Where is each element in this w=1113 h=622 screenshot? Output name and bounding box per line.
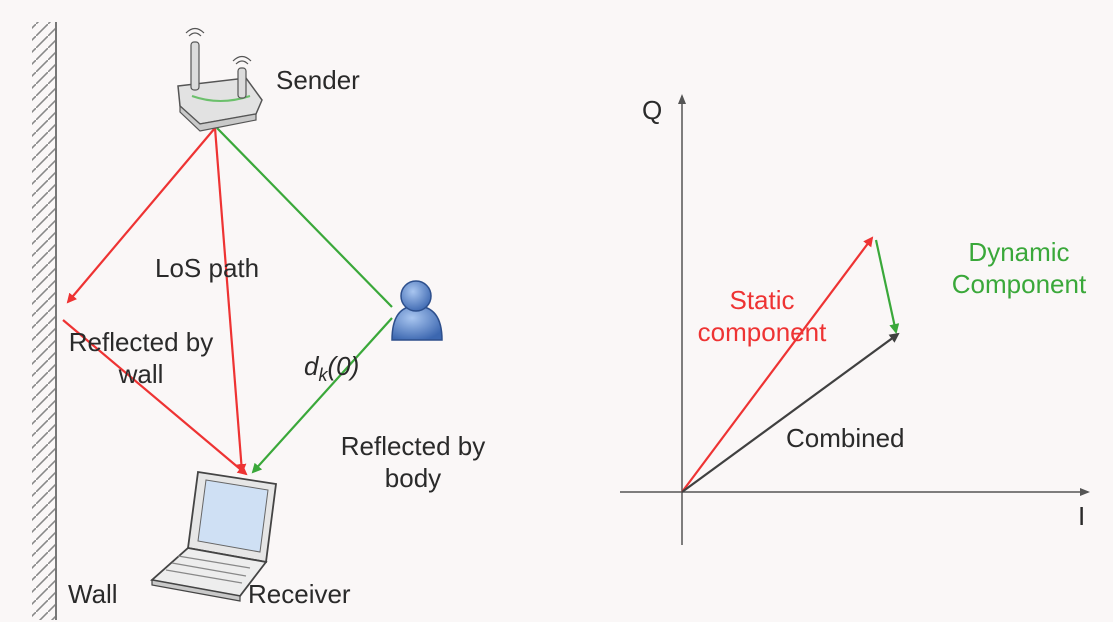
wall xyxy=(32,22,57,620)
q-axis-label: Q xyxy=(642,95,663,125)
person-icon xyxy=(391,280,443,341)
receiver-label: Receiver xyxy=(248,579,351,609)
distance-symbol: d xyxy=(304,351,319,381)
los-path-label: LoS path xyxy=(155,253,260,283)
dynamic-component-label: Dynamic Component xyxy=(934,236,1104,300)
static-component-label-line2: component xyxy=(697,317,827,347)
wifi-router-icon xyxy=(177,27,263,132)
combined-label: Combined xyxy=(786,423,905,453)
dynamic-component-vector xyxy=(874,239,900,334)
wall-reflection-label-line1: Reflected by xyxy=(68,327,214,357)
static-component-label: Static component xyxy=(682,284,842,348)
static-component-vector xyxy=(681,236,874,493)
dynamic-component-label-line2: Component xyxy=(951,269,1087,299)
body-reflection-label-line1: Reflected by xyxy=(340,431,486,461)
distance-argument: (0) xyxy=(327,351,360,381)
static-component-label-line1: Static xyxy=(729,285,795,315)
i-axis-label: I xyxy=(1078,501,1086,531)
body-reflection-label: Reflected by body xyxy=(318,430,508,494)
wall-reflection-label: Reflected by wall xyxy=(50,326,232,390)
sender-label: Sender xyxy=(276,65,360,95)
distance-label: dk(0) xyxy=(304,350,359,391)
laptop-icon xyxy=(150,470,278,602)
wall-label: Wall xyxy=(68,579,118,609)
combined-vector xyxy=(681,332,900,493)
body-reflection-label-line2: body xyxy=(384,463,442,493)
body-reflection-path xyxy=(216,127,393,474)
distance-subscript: k xyxy=(318,365,328,386)
wall-reflection-label-line2: wall xyxy=(118,359,164,389)
wall-reflection-path xyxy=(62,127,248,476)
dynamic-component-label-line1: Dynamic xyxy=(968,237,1070,267)
los-path xyxy=(213,127,247,474)
